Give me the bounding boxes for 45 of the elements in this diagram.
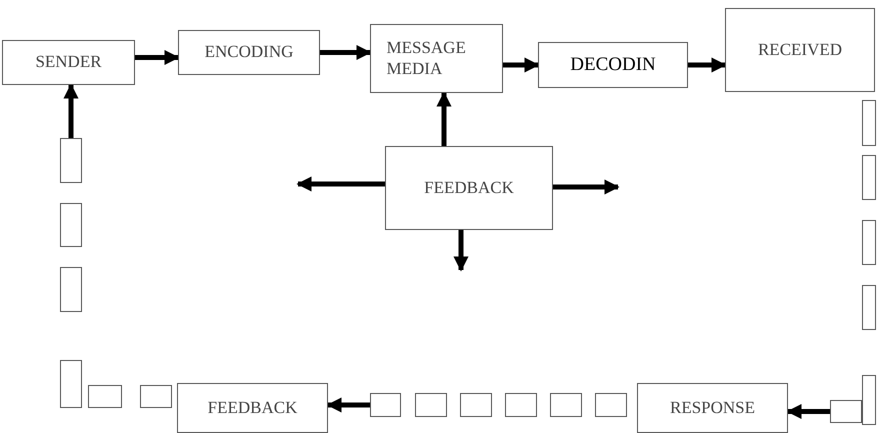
empty-box [505, 393, 537, 417]
empty-box [140, 385, 172, 408]
empty-box [60, 203, 82, 247]
empty-box [60, 138, 82, 183]
arrow [320, 45, 372, 60]
empty-box [862, 285, 876, 330]
process-box [177, 383, 328, 433]
process-box [370, 24, 503, 93]
empty-box [460, 393, 492, 417]
process-box [637, 383, 788, 433]
arrow [688, 58, 726, 72]
arrow [436, 92, 452, 146]
box-label: FEEDBACK [424, 178, 514, 198]
process-box [538, 42, 688, 88]
empty-box [370, 393, 401, 417]
process-box [385, 146, 553, 230]
empty-box [88, 385, 122, 408]
empty-box [595, 393, 627, 417]
arrow [503, 58, 540, 72]
empty-box [862, 375, 876, 425]
empty-box [862, 220, 876, 265]
box-label: FEEDBACK [208, 398, 298, 418]
empty-box [550, 393, 582, 417]
box-label: RECEIVED [758, 40, 842, 60]
process-box [178, 30, 320, 75]
box-label: RESPONSE [670, 398, 756, 418]
box-label: DECODIN [570, 54, 656, 76]
box-label: MESSAGE MEDIA [386, 38, 467, 79]
empty-box [60, 360, 82, 408]
arrow [786, 404, 830, 419]
arrow [553, 180, 620, 194]
empty-box [415, 393, 447, 417]
empty-box [862, 100, 876, 146]
arrow [454, 230, 468, 272]
box-label: SENDER [35, 52, 102, 73]
arrow [64, 84, 78, 138]
box-label: ENCODING [204, 42, 294, 63]
process-box [725, 8, 875, 92]
arrow [135, 50, 180, 65]
empty-box [830, 400, 862, 423]
empty-box [60, 267, 82, 312]
empty-box [862, 155, 876, 200]
arrow [326, 398, 370, 412]
arrow [296, 176, 385, 192]
process-box [2, 40, 135, 85]
